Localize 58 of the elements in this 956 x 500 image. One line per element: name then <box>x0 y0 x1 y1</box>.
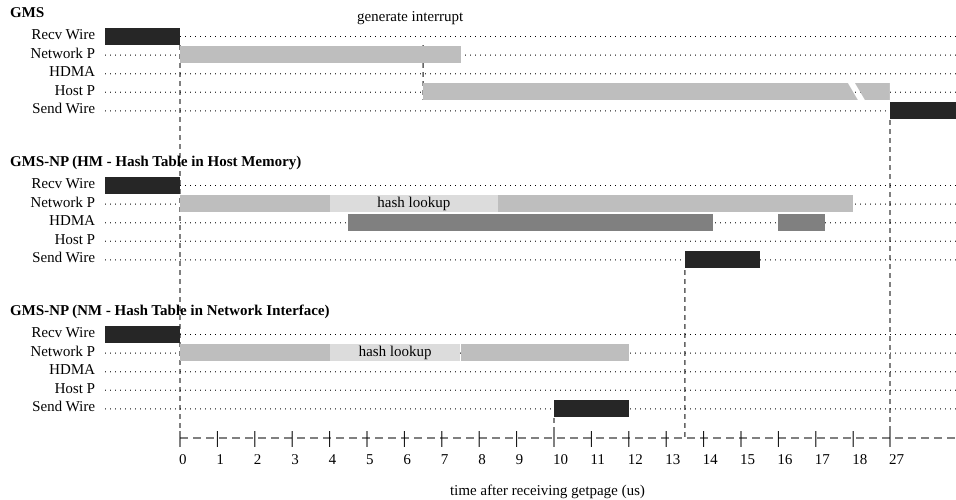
tick-label: 9 <box>516 452 524 469</box>
row-label: HDMA <box>49 213 95 230</box>
annotation: generate interrupt <box>357 9 464 26</box>
timeline-bar <box>423 83 890 100</box>
timeline-bar <box>180 344 330 362</box>
timeline-bar <box>105 176 180 194</box>
timeline-bar <box>180 46 460 64</box>
tick-label: 2 <box>254 452 262 469</box>
timeline-bar <box>554 400 629 417</box>
section-title: GMS <box>10 5 44 22</box>
tick-label: 8 <box>478 452 486 469</box>
tick-label: 3 <box>291 452 299 469</box>
tick-label: 6 <box>403 452 411 469</box>
tick-label: 14 <box>702 452 718 469</box>
timeline-bar <box>460 344 629 362</box>
axis-title: time after receiving getpage (us) <box>450 483 645 500</box>
timeline-bar <box>105 28 180 44</box>
row-label: Recv Wire <box>31 176 95 193</box>
timeline-bar <box>778 214 826 231</box>
row-label: Host P <box>54 380 95 398</box>
timeline-bar <box>105 326 180 342</box>
tick-label: 7 <box>440 452 448 469</box>
tick-label: 11 <box>590 452 605 469</box>
timeline-bar <box>890 102 956 119</box>
bar-label: hash lookup <box>358 344 432 362</box>
timeline-bar <box>498 195 854 212</box>
row-label: Send Wire <box>32 250 95 268</box>
bar-label: hash lookup <box>376 195 452 212</box>
row-label: Host P <box>54 232 95 249</box>
tick-label: 4 <box>328 452 336 469</box>
timeline-bar <box>180 195 330 212</box>
tick-label: 1 <box>216 452 224 469</box>
timeline-bar <box>348 214 713 231</box>
tick-label: 15 <box>740 452 755 469</box>
row-label: HDMA <box>49 64 95 82</box>
tick-label: 16 <box>777 452 792 469</box>
timeline-bar <box>684 250 760 268</box>
row-label: Recv Wire <box>31 325 95 342</box>
tick-label: 5 <box>366 452 374 469</box>
hash-lookup-bar <box>330 195 498 212</box>
row-label: Send Wire <box>32 101 95 118</box>
row-label: Recv Wire <box>31 27 95 44</box>
row-label: Network P <box>30 194 95 212</box>
section-title: GMS-NP (HM - Hash Table in Host Memory) <box>10 154 302 171</box>
tick-label: 13 <box>665 452 680 469</box>
row-label: Network P <box>30 344 95 361</box>
row-label: Host P <box>54 82 95 100</box>
section-title: GMS-NP (NM - Hash Table in Network Interface) <box>10 303 330 320</box>
row-label: Network P <box>30 46 95 63</box>
tick-label: 12 <box>628 452 643 469</box>
row-label: HDMA <box>49 362 95 380</box>
row-label: Send Wire <box>32 399 95 416</box>
tick-label: 10 <box>553 452 568 469</box>
tick-label: 17 <box>814 452 830 469</box>
tick-label: 18 <box>852 452 868 469</box>
hash-lookup-bar <box>330 344 460 362</box>
tick-label: 0 <box>179 452 186 469</box>
tick-label: 27 <box>889 452 904 469</box>
